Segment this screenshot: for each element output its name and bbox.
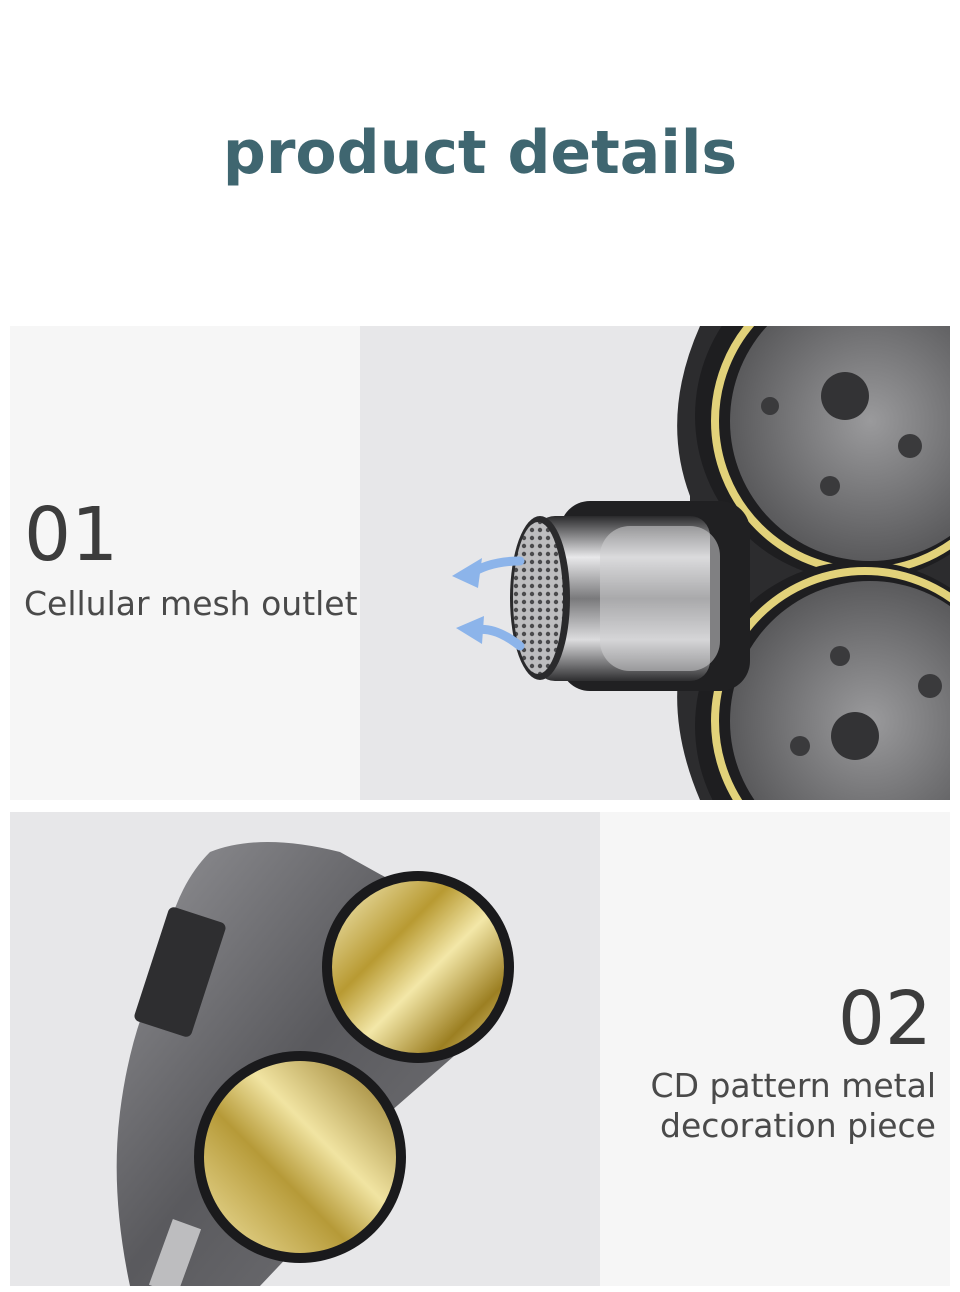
driver-top <box>730 326 950 561</box>
cd-disc-top <box>332 881 504 1053</box>
feature-caption-1: Cellular mesh outlet <box>24 584 358 623</box>
earbud-illustration <box>116 842 514 1286</box>
cable <box>148 1218 202 1286</box>
feature-caption-2-line-1: CD pattern metal <box>650 1066 936 1105</box>
cd-disc-bottom <box>204 1061 396 1253</box>
feature-caption-2-line-2: decoration piece <box>660 1106 936 1145</box>
page-title: product details <box>222 118 738 188</box>
driver-bottom <box>730 581 950 800</box>
mesh-outlet <box>513 522 563 674</box>
earbud-photo <box>10 812 600 1286</box>
feature-number-2: 02 <box>837 976 932 1062</box>
shell-badge <box>134 907 226 1037</box>
feature-panel-1: 01 Cellular mesh outlet <box>10 326 950 800</box>
nozzle-illustration <box>452 326 950 800</box>
feature-number-1: 01 <box>24 492 119 578</box>
feature-panel-2: 02 CD pattern metal decoration piece <box>10 812 950 1286</box>
nozzle-photo <box>360 326 950 800</box>
